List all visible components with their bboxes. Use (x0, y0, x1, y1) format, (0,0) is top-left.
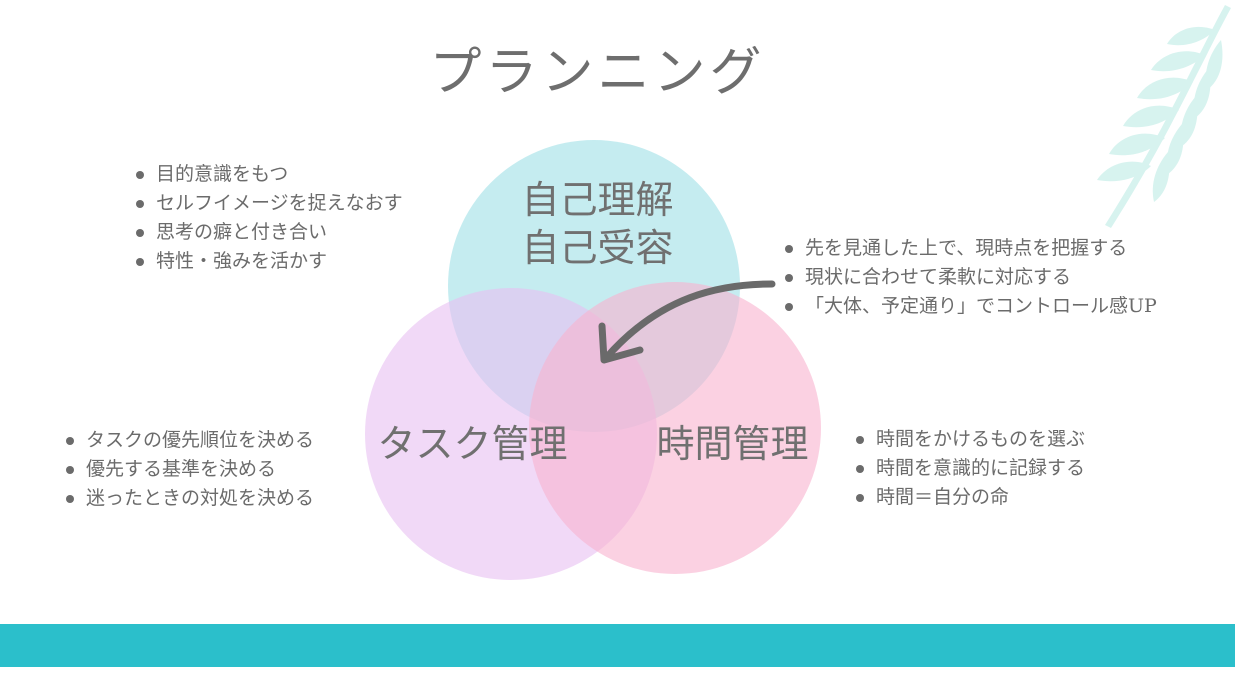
circle-label-time: 時間管理 (656, 422, 809, 466)
list-item: 時間をかけるものを選ぶ (854, 425, 1085, 454)
list-item: セルフイメージを捉えなおす (134, 189, 403, 218)
list-item: 現状に合わせて柔軟に対応する (783, 263, 1157, 292)
list-item: 優先する基準を決める (64, 455, 314, 484)
page-title: プランニング (429, 43, 766, 103)
circle-label-self-line-2: 自己受容 (521, 226, 674, 270)
list-item: 先を見通した上で、現時点を把握する (783, 234, 1157, 263)
bullet-list-task: タスクの優先順位を決める 優先する基準を決める 迷ったときの対処を決める (64, 426, 314, 513)
circle-label-self: 自己理解 自己受容 (505, 176, 690, 272)
fern-leaf-icon (1097, 5, 1231, 228)
list-item: 「大体、予定通り」でコントロール感UP (783, 292, 1157, 321)
list-item: 思考の癖と付き合い (134, 218, 403, 247)
list-item: 目的意識をもつ (134, 160, 403, 189)
circle-label-self-line-1: 自己理解 (521, 178, 674, 222)
bullet-list-overlap: 先を見通した上で、現時点を把握する 現状に合わせて柔軟に対応する 「大体、予定通… (783, 234, 1157, 321)
list-item: 特性・強みを活かす (134, 247, 403, 276)
list-item: 時間を意識的に記録する (854, 454, 1085, 483)
bullet-list-time: 時間をかけるものを選ぶ 時間を意識的に記録する 時間＝自分の命 (854, 425, 1085, 512)
footer-band (0, 624, 1235, 667)
list-item: 時間＝自分の命 (854, 483, 1085, 512)
list-item: 迷ったときの対処を決める (64, 484, 314, 513)
circle-label-task: タスク管理 (377, 422, 568, 466)
list-item: タスクの優先順位を決める (64, 426, 314, 455)
curved-arrow-icon (598, 280, 776, 364)
bullet-list-self: 目的意識をもつ セルフイメージを捉えなおす 思考の癖と付き合い 特性・強みを活か… (134, 160, 403, 276)
